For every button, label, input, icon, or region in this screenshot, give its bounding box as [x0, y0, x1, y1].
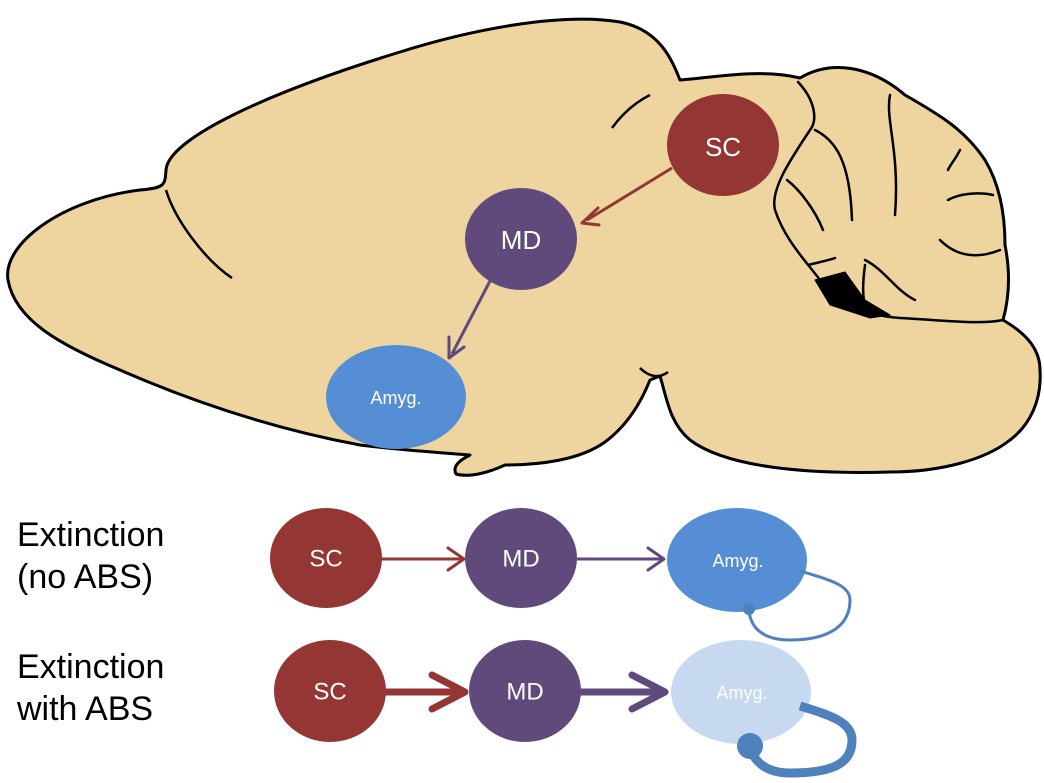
node-md-brain — [465, 188, 577, 290]
fourth-ventricle — [814, 271, 892, 319]
row1-node-amyg-label: Amyg. — [712, 551, 763, 571]
row1-label-line2: (no ABS) — [17, 558, 154, 596]
row1-node-md — [465, 508, 577, 608]
row2-node-md-label: MD — [506, 679, 543, 706]
row2-node-amyg-label: Amyg. — [716, 683, 767, 703]
arrow-sc-to-md — [586, 166, 673, 222]
row-extinction-with-abs: SC MD Amyg. — [274, 640, 857, 778]
row2-label: Extinction with ABS — [17, 646, 164, 730]
row2-node-sc-label: SC — [313, 679, 346, 706]
brain-circuit: SC MD Amyg. — [326, 94, 779, 449]
row2-node-md — [469, 640, 581, 742]
arrowhead-md-to-amyg — [447, 335, 466, 360]
row1-node-sc-label: SC — [309, 546, 342, 573]
row1-node-sc — [270, 508, 382, 608]
node-sc-brain-label: SC — [705, 132, 741, 162]
cortical-sulcus — [610, 93, 651, 129]
node-amyg-brain — [326, 345, 466, 449]
pons-notch — [639, 367, 669, 378]
row2-self-loop — [745, 701, 857, 778]
row2-node-sc — [274, 640, 386, 742]
row2-node-amyg — [671, 640, 811, 744]
row-extinction-no-abs: SC MD Amyg. — [270, 508, 852, 642]
row1-self-loop — [747, 569, 852, 642]
row1-arrowhead-sc-md — [446, 546, 466, 572]
arrowhead-sc-to-md — [580, 206, 601, 227]
row1-label: Extinction (no ABS) — [17, 514, 164, 598]
row1-self-loop-terminal — [743, 603, 755, 615]
cerebellum — [772, 80, 1005, 324]
row1-label-line1: Extinction — [17, 516, 165, 554]
row1-node-md-label: MD — [502, 546, 539, 573]
row2-label-line2: with ABS — [17, 690, 154, 728]
row2-label-line1: Extinction — [17, 648, 165, 686]
row2-self-loop-terminal — [737, 733, 763, 759]
node-md-brain-label: MD — [501, 225, 541, 255]
row2-arrowhead-sc-md — [428, 671, 469, 713]
row2-arrowhead-md-amyg — [628, 671, 669, 713]
olfactory-sulcus — [164, 189, 233, 280]
row1-node-amyg — [667, 508, 807, 612]
node-amyg-brain-label: Amyg. — [370, 388, 421, 408]
arrow-md-to-amyg — [450, 280, 492, 355]
row1-arrowhead-md-amyg — [646, 546, 666, 572]
node-sc-brain — [667, 94, 779, 196]
